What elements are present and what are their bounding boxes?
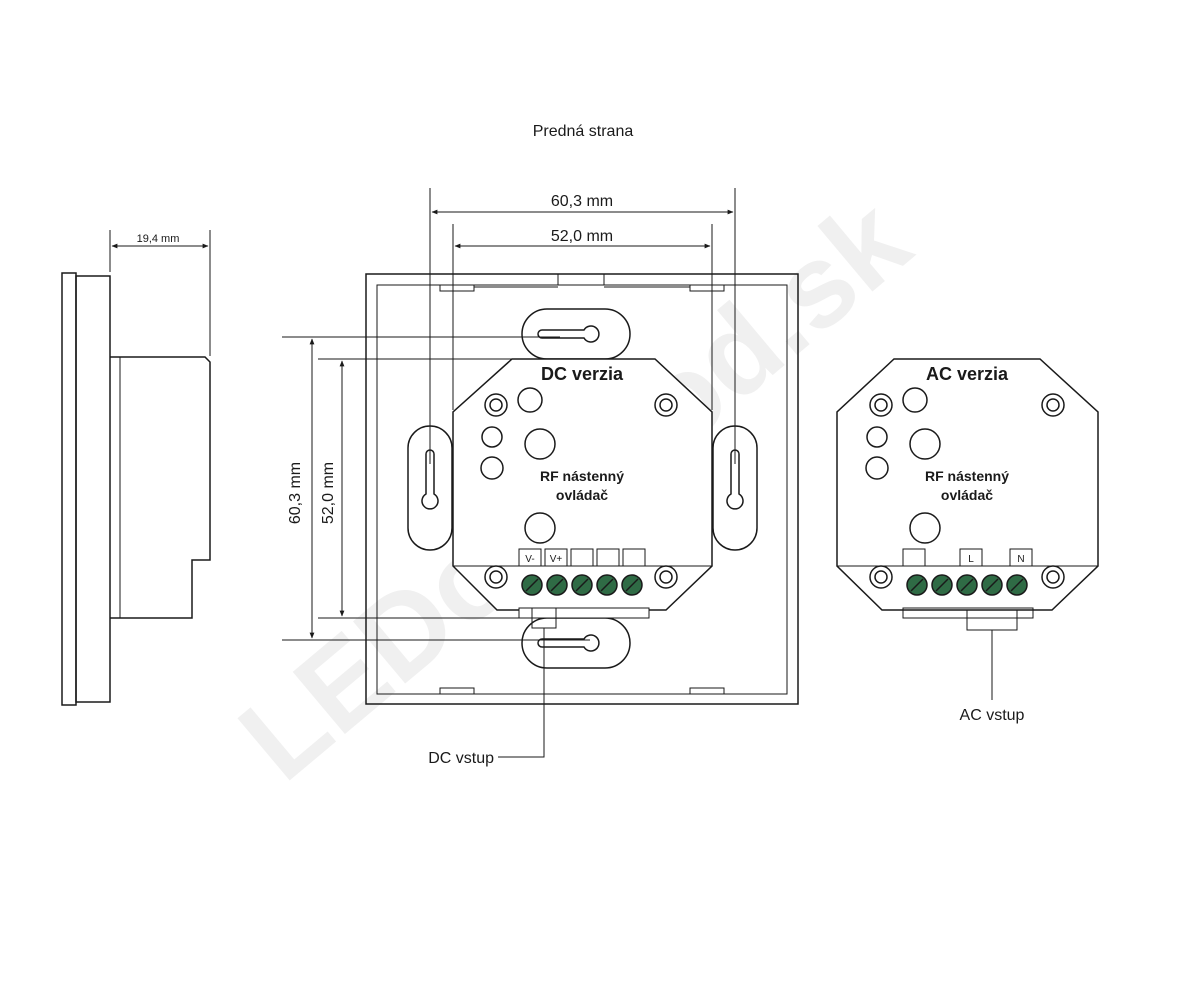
dc-terminal-label: V-: [525, 554, 534, 565]
terminal-screw: [596, 574, 618, 596]
terminal-screw: [621, 574, 643, 596]
ac-desc-line2: ovládač: [941, 487, 993, 503]
ac-terminal-label: L: [968, 554, 974, 565]
front-view: 60,3 mm 52,0 mm 60,3 mm 52,0 mm: [282, 188, 799, 705]
ac-input-label: AC vstup: [960, 707, 1025, 724]
ac-title: AC verzia: [926, 364, 1009, 384]
terminal-screw: [956, 574, 978, 596]
dc-desc-line1: RF nástenný: [540, 468, 624, 484]
inner-width-label: 52,0 mm: [551, 228, 613, 245]
side-view: 19,4 mm: [61, 230, 211, 706]
terminal-screw: [571, 574, 593, 596]
terminal-screw: [931, 574, 953, 596]
terminal-screw: [1006, 574, 1028, 596]
dc-terminal-labels: V- V+: [518, 548, 646, 567]
ac-terminal-label: N: [1017, 554, 1024, 565]
dc-title: DC verzia: [541, 364, 624, 384]
outer-height-label: 60,3 mm: [287, 462, 304, 524]
ac-terminal-labels: L N: [902, 548, 1033, 567]
ac-terminal-block: [906, 574, 1028, 596]
dc-terminal-label: V+: [550, 554, 563, 565]
depth-label: 19,4 mm: [137, 233, 180, 245]
terminal-screw: [521, 574, 543, 596]
dc-module: DC verzia RF nástenný ovládač V- V+: [428, 358, 713, 767]
front-title: Predná strana: [533, 123, 634, 140]
inner-height-label: 52,0 mm: [320, 462, 337, 524]
terminal-screw: [546, 574, 568, 596]
dc-input-label: DC vstup: [428, 750, 494, 767]
terminal-screw: [981, 574, 1003, 596]
dc-terminal-block: [521, 574, 643, 596]
ac-module: AC verzia RF nástenný ovládač L N AC: [836, 358, 1099, 724]
terminal-screw: [906, 574, 928, 596]
ac-desc-line1: RF nástenný: [925, 468, 1009, 484]
outer-width-label: 60,3 mm: [551, 193, 613, 210]
dc-desc-line2: ovládač: [556, 487, 608, 503]
